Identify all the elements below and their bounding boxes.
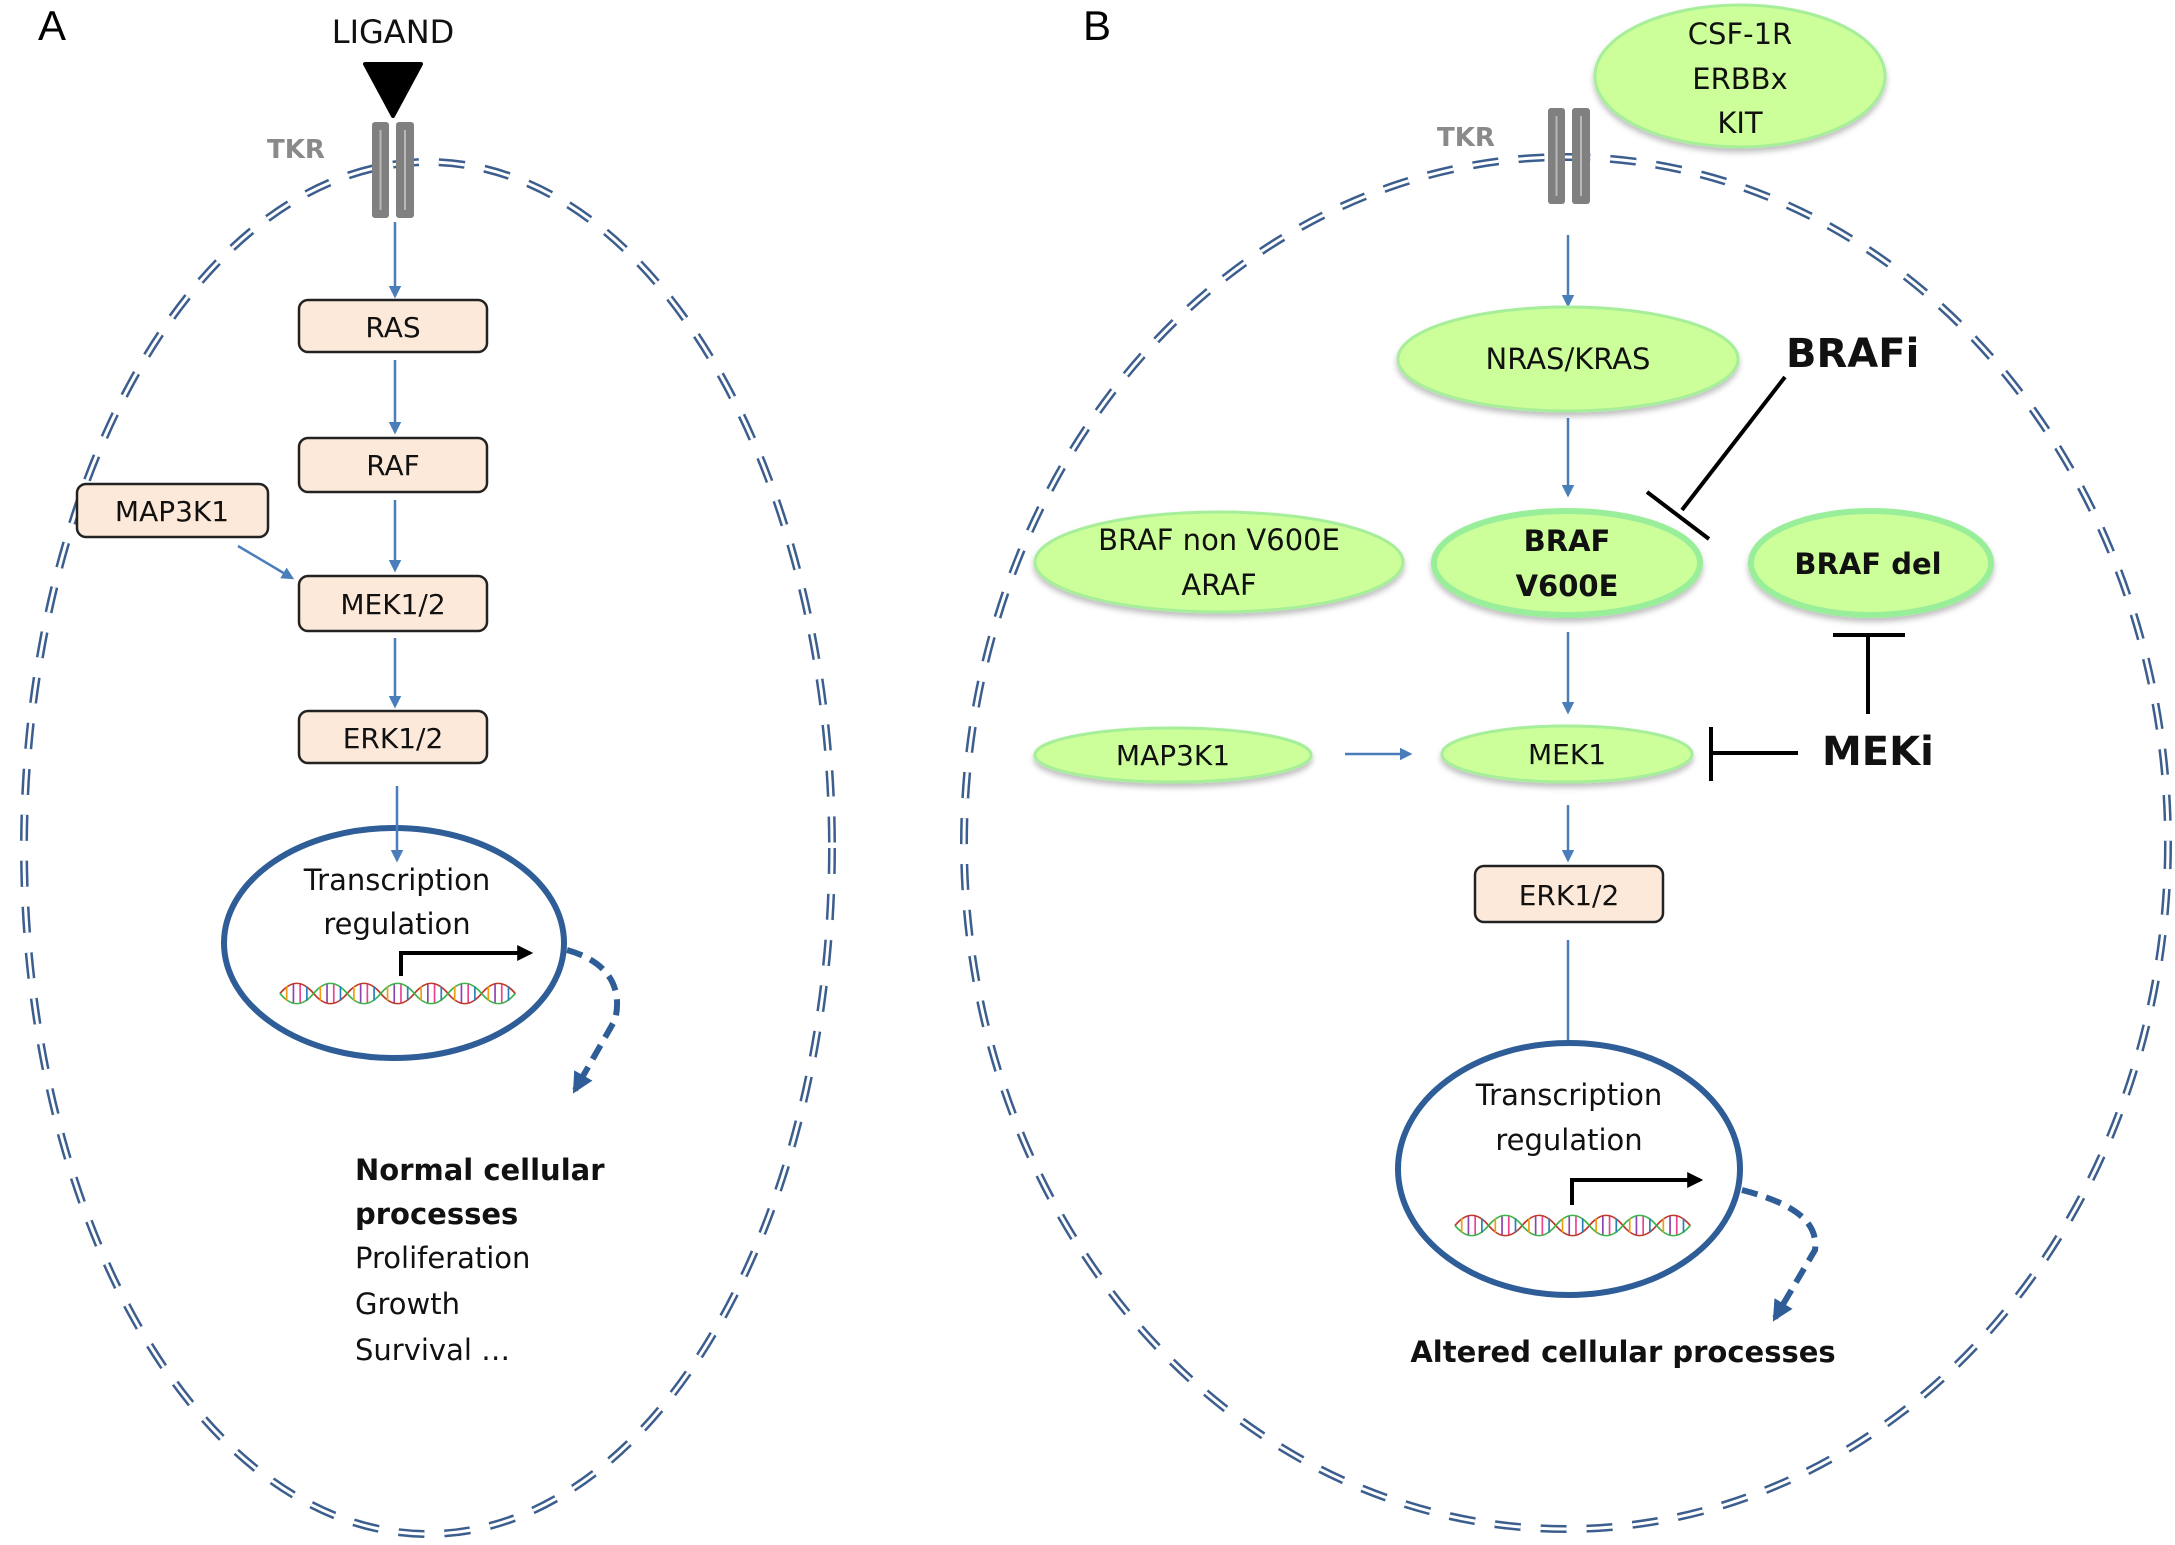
outcome-title-a: Normal cellular xyxy=(355,1153,605,1187)
receptor-icon-b xyxy=(1548,108,1590,204)
svg-text:BRAF non V600E: BRAF non V600E xyxy=(1098,523,1340,557)
outcome-a: Normal cellular processes Proliferation … xyxy=(355,1153,605,1367)
svg-text:BRAF: BRAF xyxy=(1524,524,1611,558)
svg-text:ERK1/2: ERK1/2 xyxy=(1519,879,1620,912)
outcome-item: Survival … xyxy=(355,1333,510,1367)
svg-text:ERBBx: ERBBx xyxy=(1692,62,1787,96)
svg-text:RAF: RAF xyxy=(366,449,420,482)
cell-membrane-a xyxy=(20,158,836,1538)
receptor-label-a: TKR xyxy=(267,135,325,165)
node-braf-del: BRAF del xyxy=(1748,508,1994,618)
node-map3k1-a: MAP3K1 xyxy=(75,482,270,539)
node-erk-b: ERK1/2 xyxy=(1473,864,1665,924)
outcome-item: Proliferation xyxy=(355,1241,530,1275)
receptor-icon-a xyxy=(372,122,414,218)
node-map3k1-b: MAP3K1 xyxy=(1033,726,1313,784)
svg-text:Transcription: Transcription xyxy=(303,863,491,897)
mek-inhibition-icon xyxy=(1709,633,1905,781)
node-braf-non-v600e: BRAF non V600E ARAF xyxy=(1033,510,1405,614)
outcome-arrow-a xyxy=(566,947,621,1094)
svg-text:V600E: V600E xyxy=(1516,569,1619,603)
svg-text:ERK1/2: ERK1/2 xyxy=(343,722,444,755)
transcription-start-arrow-icon xyxy=(1570,1172,1704,1205)
transcription-start-arrow-icon xyxy=(399,945,534,976)
receptor-label-b: TKR xyxy=(1437,123,1495,153)
braf-inhibition-icon xyxy=(1645,375,1787,541)
node-nras-kras: NRAS/KRAS xyxy=(1396,305,1740,413)
node-receptor-types: CSF-1R ERBBx KIT xyxy=(1593,3,1887,149)
node-erk-a: ERK1/2 xyxy=(297,709,489,765)
svg-text:processes: processes xyxy=(355,1197,518,1231)
panel-a: A LIGAND TKR RAS RAF xyxy=(20,2,836,1538)
panel-letter-a: A xyxy=(38,2,66,49)
svg-text:CSF-1R: CSF-1R xyxy=(1688,17,1792,51)
arrow-map3k1-to-mek xyxy=(237,544,295,580)
outcome-item: Growth xyxy=(355,1287,460,1321)
svg-text:BRAF del: BRAF del xyxy=(1794,547,1941,581)
svg-text:MAP3K1: MAP3K1 xyxy=(1116,739,1230,772)
svg-text:KIT: KIT xyxy=(1717,106,1763,140)
svg-text:Transcription: Transcription xyxy=(1475,1078,1663,1112)
svg-text:MAP3K1: MAP3K1 xyxy=(115,495,229,528)
svg-text:RAS: RAS xyxy=(365,311,420,344)
node-ras: RAS xyxy=(297,298,489,354)
svg-text:regulation: regulation xyxy=(1495,1123,1642,1157)
outcome-title-b: Altered cellular processes xyxy=(1410,1335,1835,1369)
cell-membrane-b xyxy=(960,153,2172,1533)
nucleus-b: Transcription regulation xyxy=(1395,1040,1743,1298)
panel-b: B CSF-1R ERBBx KIT TKR NRAS/KRA xyxy=(960,2,2172,1533)
svg-text:MEK1/2: MEK1/2 xyxy=(340,588,445,621)
node-mek1: MEK1 xyxy=(1440,724,1694,784)
panel-letter-b: B xyxy=(1083,2,1111,49)
node-raf: RAF xyxy=(297,436,489,494)
node-braf-v600e: BRAF V600E xyxy=(1431,508,1703,618)
svg-text:regulation: regulation xyxy=(323,907,470,941)
mek-inhibitor-label: MEKi xyxy=(1822,729,1934,775)
svg-text:MEK1: MEK1 xyxy=(1528,738,1606,771)
ligand-label: LIGAND xyxy=(332,13,455,51)
svg-text:ARAF: ARAF xyxy=(1181,568,1256,602)
braf-inhibitor-label: BRAFi xyxy=(1786,331,1919,377)
outcome-arrow-b xyxy=(1741,1187,1819,1322)
ligand-triangle-icon xyxy=(363,62,423,118)
node-mek-a: MEK1/2 xyxy=(297,574,489,633)
nucleus-a: Transcription regulation xyxy=(221,786,567,1061)
svg-text:NRAS/KRAS: NRAS/KRAS xyxy=(1486,342,1651,376)
